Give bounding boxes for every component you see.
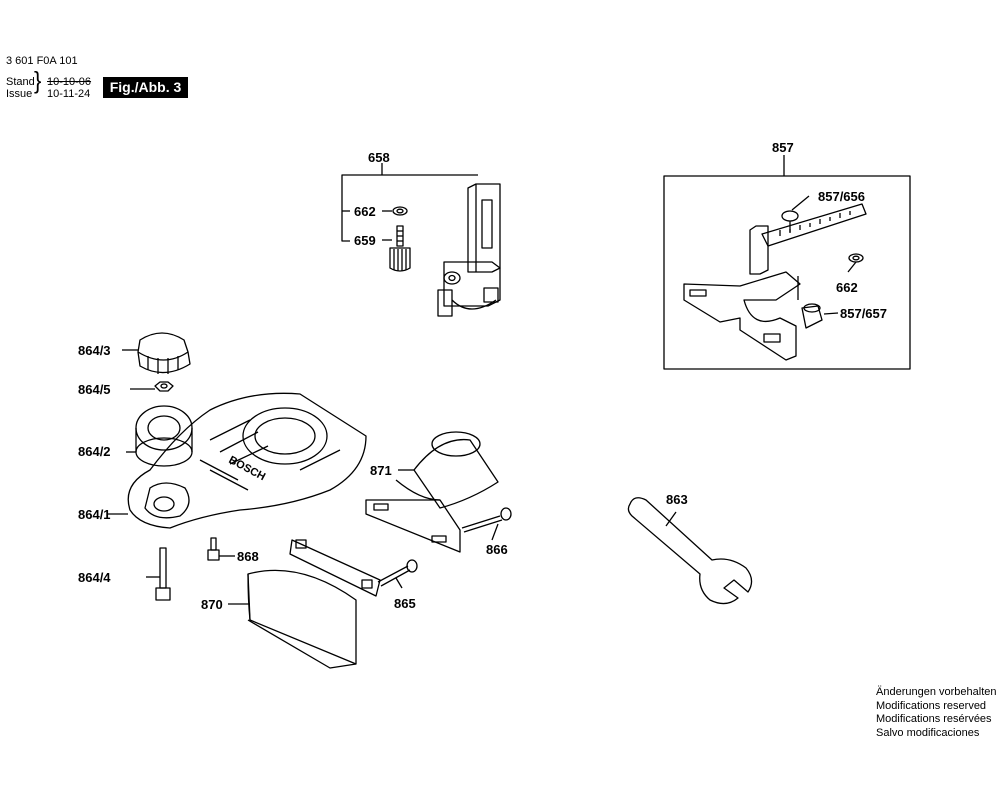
bracket-658-leader bbox=[341, 163, 478, 242]
callout-857-656: 857/656 bbox=[818, 189, 865, 204]
callout-871: 871 bbox=[370, 463, 392, 478]
document-number: 3 601 F0A 101 bbox=[6, 55, 78, 67]
callout-865: 865 bbox=[394, 596, 416, 611]
group-857-box bbox=[663, 175, 911, 370]
callout-864-4: 864/4 bbox=[78, 570, 111, 585]
callout-864-3: 864/3 bbox=[78, 343, 111, 358]
callout-662-a: 662 bbox=[354, 204, 376, 219]
figure-label-badge: Fig./Abb. 3 bbox=[103, 77, 188, 98]
callout-868: 868 bbox=[237, 549, 259, 564]
callout-662-b: 662 bbox=[836, 280, 858, 295]
issue-date: 10-11-24 bbox=[47, 88, 91, 100]
callout-870: 870 bbox=[201, 597, 223, 612]
note-de: Änderungen vorbehalten bbox=[876, 686, 997, 698]
note-en: Modifications reserved bbox=[876, 699, 987, 712]
callout-864-5: 864/5 bbox=[78, 382, 111, 397]
leader-662b bbox=[847, 261, 857, 273]
parallel-guide-857-shape bbox=[683, 203, 867, 361]
screw-866-shape bbox=[461, 507, 512, 541]
callout-659: 659 bbox=[354, 233, 376, 248]
brace-glyph: } bbox=[34, 66, 42, 95]
screw-868-shape bbox=[207, 537, 235, 561]
callout-857-657: 857/657 bbox=[840, 306, 887, 321]
callout-866: 866 bbox=[486, 542, 508, 557]
wheel-864-2-shape bbox=[126, 405, 193, 467]
note-es: Salvo modificaciones bbox=[876, 726, 980, 739]
stand-date: 10-10-06 bbox=[47, 76, 92, 88]
issue-label: Issue bbox=[6, 88, 33, 100]
leader-857-656 bbox=[791, 195, 810, 211]
leader-857-657 bbox=[823, 312, 839, 315]
bolt-864-4-shape bbox=[146, 547, 171, 601]
stand-label: Stand bbox=[6, 76, 35, 88]
dust-hood-870-shape bbox=[228, 539, 381, 669]
knob-864-3-shape bbox=[122, 332, 191, 374]
screw-659-shape bbox=[389, 225, 411, 272]
washer-662-shape bbox=[392, 206, 408, 216]
wrench-863-shape bbox=[627, 497, 753, 605]
note-fr: Modifications resérvées bbox=[876, 713, 992, 725]
callout-863: 863 bbox=[666, 492, 688, 507]
nut-864-5-shape bbox=[130, 381, 174, 392]
callout-864-1: 864/1 bbox=[78, 507, 111, 522]
base-plate-864-1-shape bbox=[108, 392, 367, 529]
modification-notes: Änderungen vorbehalten Modifications res… bbox=[876, 686, 996, 740]
callout-857: 857 bbox=[772, 140, 794, 155]
screw-865-shape bbox=[377, 559, 418, 589]
callout-658: 658 bbox=[368, 150, 390, 165]
guide-bracket-658-shape bbox=[437, 183, 501, 317]
callout-864-2: 864/2 bbox=[78, 444, 111, 459]
dust-adapter-871-shape bbox=[365, 431, 499, 553]
